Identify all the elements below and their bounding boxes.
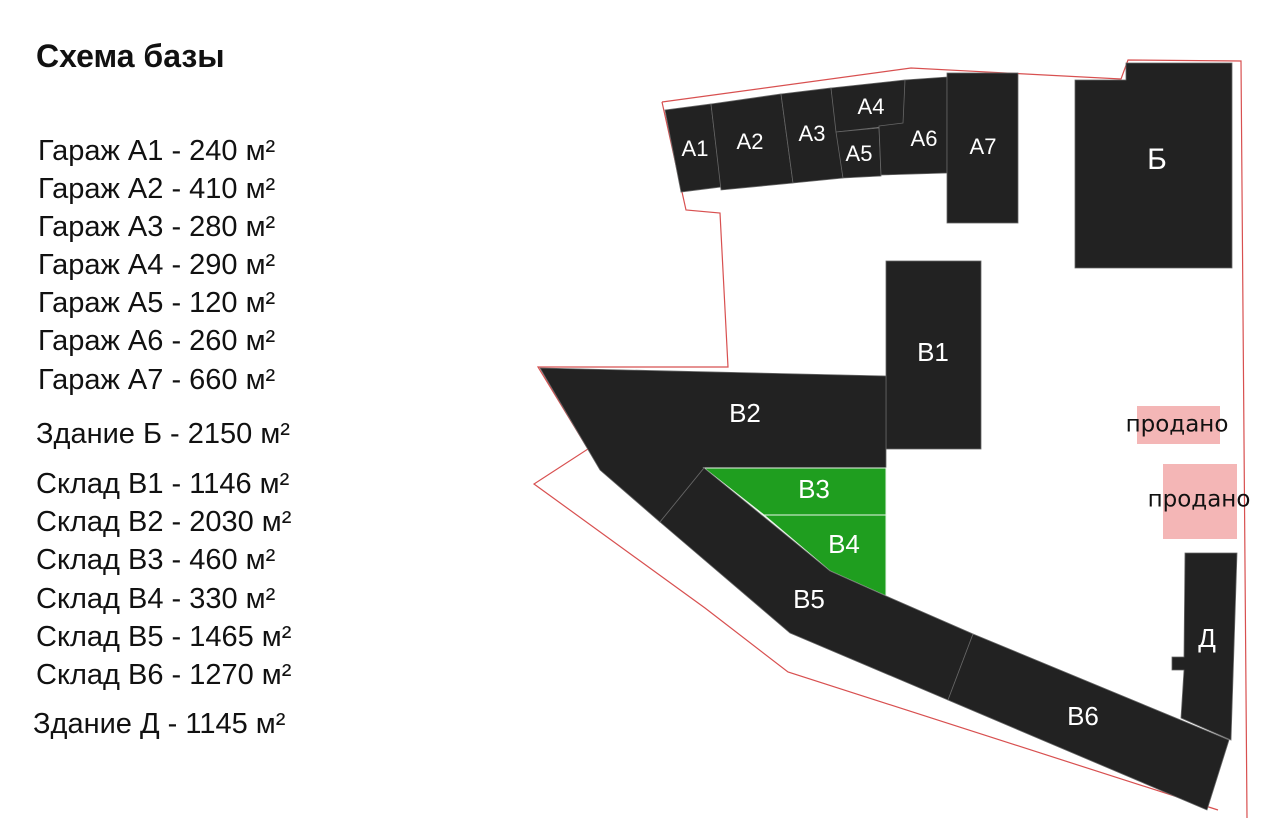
building-label: А6 (911, 126, 938, 151)
building-label: В1 (917, 337, 949, 367)
legend-item-v5: Склад В5 - 1465 м² (36, 621, 292, 653)
building-label: А4 (858, 94, 885, 119)
building-label: В3 (798, 474, 830, 504)
garage-row (664, 72, 1019, 224)
site-boundary (532, 59, 1248, 819)
legend-item-a6: Гараж А6 - 260 м² (38, 325, 276, 357)
legend-item-a7: Гараж А7 - 660 м² (38, 364, 276, 396)
building-a5[interactable] (835, 127, 882, 179)
building-label: Д (1198, 623, 1216, 653)
legend-item-v4: Склад В4 - 330 м² (36, 583, 276, 615)
building-v1[interactable] (885, 260, 982, 450)
building-label: А7 (970, 134, 997, 159)
building-v6[interactable] (947, 633, 1230, 811)
legend-item-a4: Гараж А4 - 290 м² (38, 249, 276, 281)
legend-item-a5: Гараж А5 - 120 м² (38, 287, 276, 319)
legend-item-v6: Склад В6 - 1270 м² (36, 659, 292, 691)
sold-label: продано (1148, 487, 1251, 513)
sold-label: продано (1126, 412, 1229, 438)
building-label: Б (1147, 143, 1167, 176)
building-label: В4 (828, 529, 860, 559)
building-label: А5 (846, 141, 873, 166)
sold-marker (1137, 406, 1220, 444)
legend-item-v3: Склад В3 - 460 м² (36, 544, 276, 576)
building-label: В6 (1067, 701, 1099, 731)
building-label: А1 (682, 136, 709, 161)
legend-item-a2: Гараж А2 - 410 м² (38, 173, 276, 205)
building-d[interactable] (1171, 552, 1238, 741)
legend-item-a1: Гараж А1 - 240 м² (38, 135, 276, 167)
building-label: А2 (737, 129, 764, 154)
legend-item-v1: Склад В1 - 1146 м² (36, 468, 290, 500)
legend-item-v2: Склад В2 - 2030 м² (36, 506, 292, 538)
building-label: А3 (799, 121, 826, 146)
legend-item-d: Здание Д - 1145 м² (33, 708, 286, 740)
building-a7[interactable] (946, 72, 1019, 224)
sold-marker (1163, 464, 1237, 539)
legend-item-b: Здание Б - 2150 м² (36, 418, 290, 450)
building-label: В2 (729, 398, 761, 428)
page-title: Схема базы (36, 38, 225, 74)
legend-item-a3: Гараж А3 - 280 м² (38, 211, 276, 243)
building-label: В5 (793, 584, 825, 614)
building-b[interactable] (1074, 62, 1233, 269)
